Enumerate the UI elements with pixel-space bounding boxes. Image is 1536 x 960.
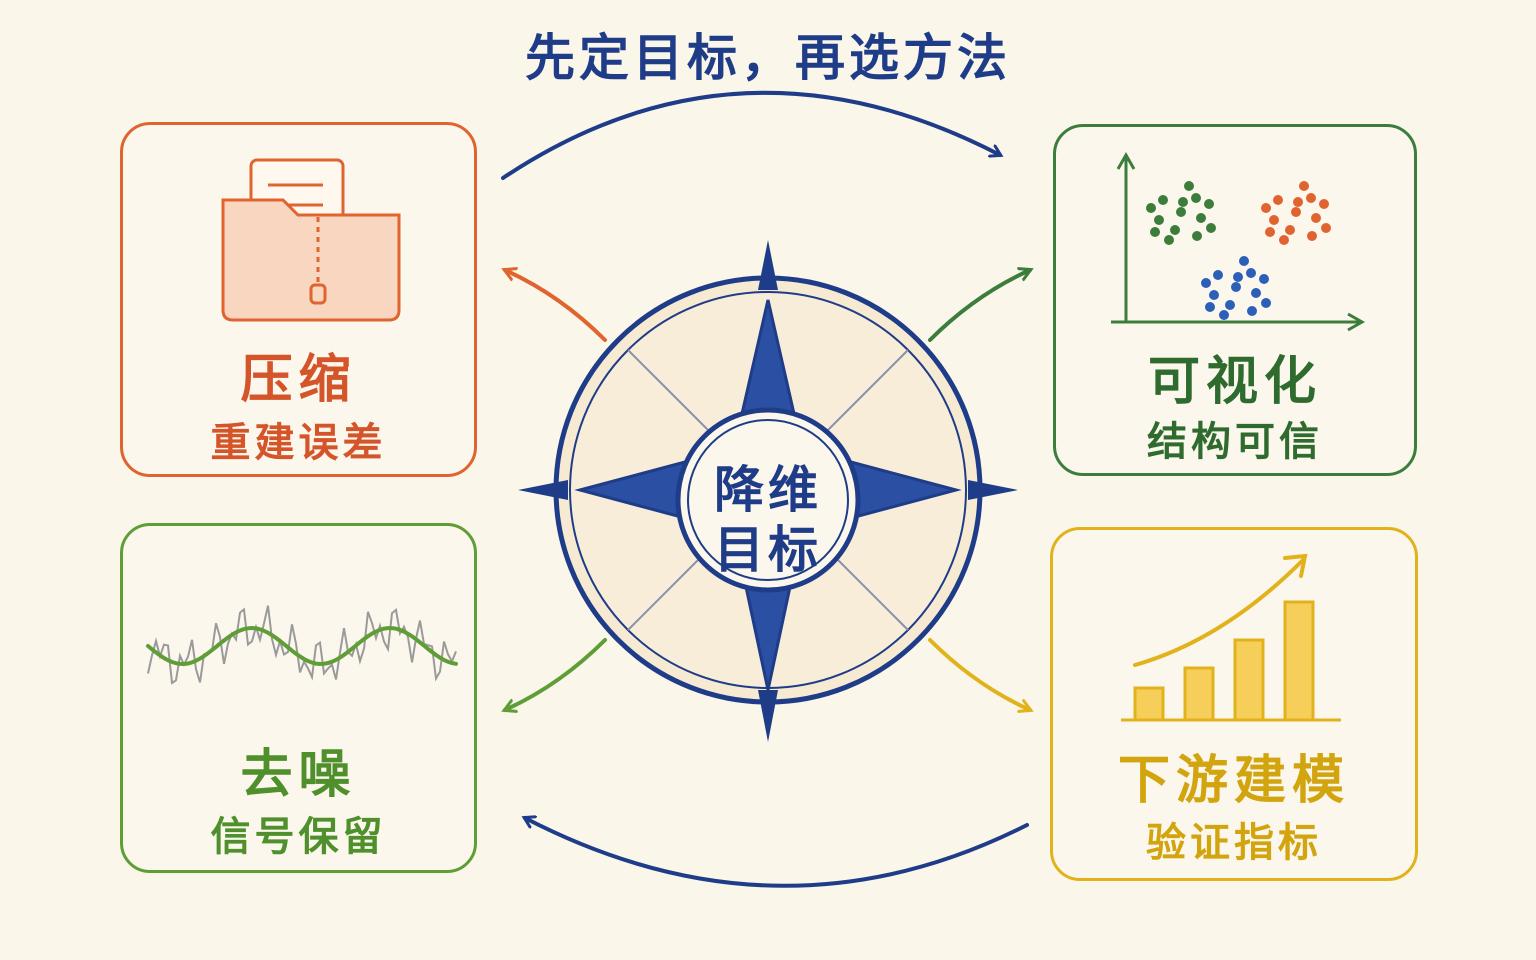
scatter-dots — [1146, 181, 1331, 320]
scatter-dot — [1291, 207, 1301, 217]
scatter-dot — [1233, 272, 1243, 282]
scatter-dot — [1251, 288, 1261, 298]
scatter-dot — [1261, 298, 1271, 308]
scatter-dot — [1164, 235, 1174, 245]
scatter-dot — [1158, 195, 1168, 205]
card-subtitle: 结构可信 — [1147, 419, 1323, 465]
scatter-dot — [1231, 282, 1241, 292]
scatter-dot — [1273, 195, 1283, 205]
diagram-title: 先定目标，再选方法 — [525, 29, 1011, 87]
scatter-dot — [1184, 181, 1194, 191]
card-title: 压缩 — [240, 350, 357, 410]
zipped-folder-icon — [221, 158, 401, 322]
card-subtitle: 信号保留 — [210, 814, 387, 860]
scatter-clusters-icon — [1111, 151, 1366, 332]
card-title: 下游建模 — [1117, 751, 1350, 811]
scatter-dot — [1176, 207, 1186, 217]
scatter-dot — [1299, 181, 1309, 191]
scatter-dot — [1307, 231, 1317, 241]
scatter-dot — [1201, 278, 1211, 288]
scatter-dot — [1265, 227, 1275, 237]
scatter-dot — [1319, 199, 1329, 209]
scatter-dot — [1205, 302, 1215, 312]
scatter-dot — [1191, 193, 1201, 203]
scatter-dot — [1219, 310, 1229, 320]
card-title: 去噪 — [240, 745, 357, 805]
scatter-dot — [1306, 193, 1316, 203]
scatter-dot — [1196, 213, 1206, 223]
scatter-dot — [1261, 203, 1271, 213]
scatter-dot — [1259, 274, 1269, 284]
scatter-dot — [1225, 300, 1235, 310]
scatter-dot — [1239, 256, 1249, 266]
arrow-to-downstream — [928, 638, 1030, 710]
bottom-cycle-arrow — [525, 818, 1029, 888]
card-subtitle: 重建误差 — [210, 420, 387, 466]
scatter-dot — [1246, 268, 1256, 278]
rising-bar-chart-icon — [1121, 553, 1341, 722]
compass-icon — [518, 240, 1018, 742]
scatter-dot — [1293, 197, 1303, 207]
card-visual: 可视化 结构可信 — [1053, 124, 1417, 476]
card-denoise: 去噪 信号保留 — [120, 523, 477, 873]
smooth-signal-line — [146, 625, 458, 667]
scatter-dot — [1146, 203, 1156, 213]
scatter-dot — [1321, 223, 1331, 233]
center-label-line2: 目标 — [714, 521, 822, 579]
scatter-dot — [1213, 270, 1223, 280]
scatter-dot — [1279, 235, 1289, 245]
card-downstream: 下游建模 验证指标 — [1050, 527, 1418, 881]
card-title: 可视化 — [1147, 352, 1322, 412]
scatter-dot — [1247, 306, 1257, 316]
scatter-dot — [1154, 215, 1164, 225]
scatter-dot — [1204, 199, 1214, 209]
arrow-to-visual — [928, 270, 1030, 342]
signal-wave-icon — [146, 605, 458, 685]
scatter-dot — [1206, 223, 1216, 233]
scatter-dot — [1178, 197, 1188, 207]
card-subtitle: 验证指标 — [1146, 820, 1322, 866]
scatter-dot — [1285, 225, 1295, 235]
card-compress: 压缩 重建误差 — [120, 122, 477, 477]
scatter-dot — [1311, 213, 1321, 223]
scatter-dot — [1192, 231, 1202, 241]
center-label-line1: 降维 — [714, 461, 822, 519]
noisy-signal-line — [147, 605, 457, 685]
scatter-dot — [1209, 290, 1219, 300]
top-cycle-arrow — [501, 90, 1000, 180]
scatter-dot — [1170, 225, 1180, 235]
scatter-dot — [1269, 215, 1279, 225]
arrow-to-denoise — [505, 638, 607, 710]
arrow-to-compress — [505, 270, 607, 342]
scatter-dot — [1150, 227, 1160, 237]
